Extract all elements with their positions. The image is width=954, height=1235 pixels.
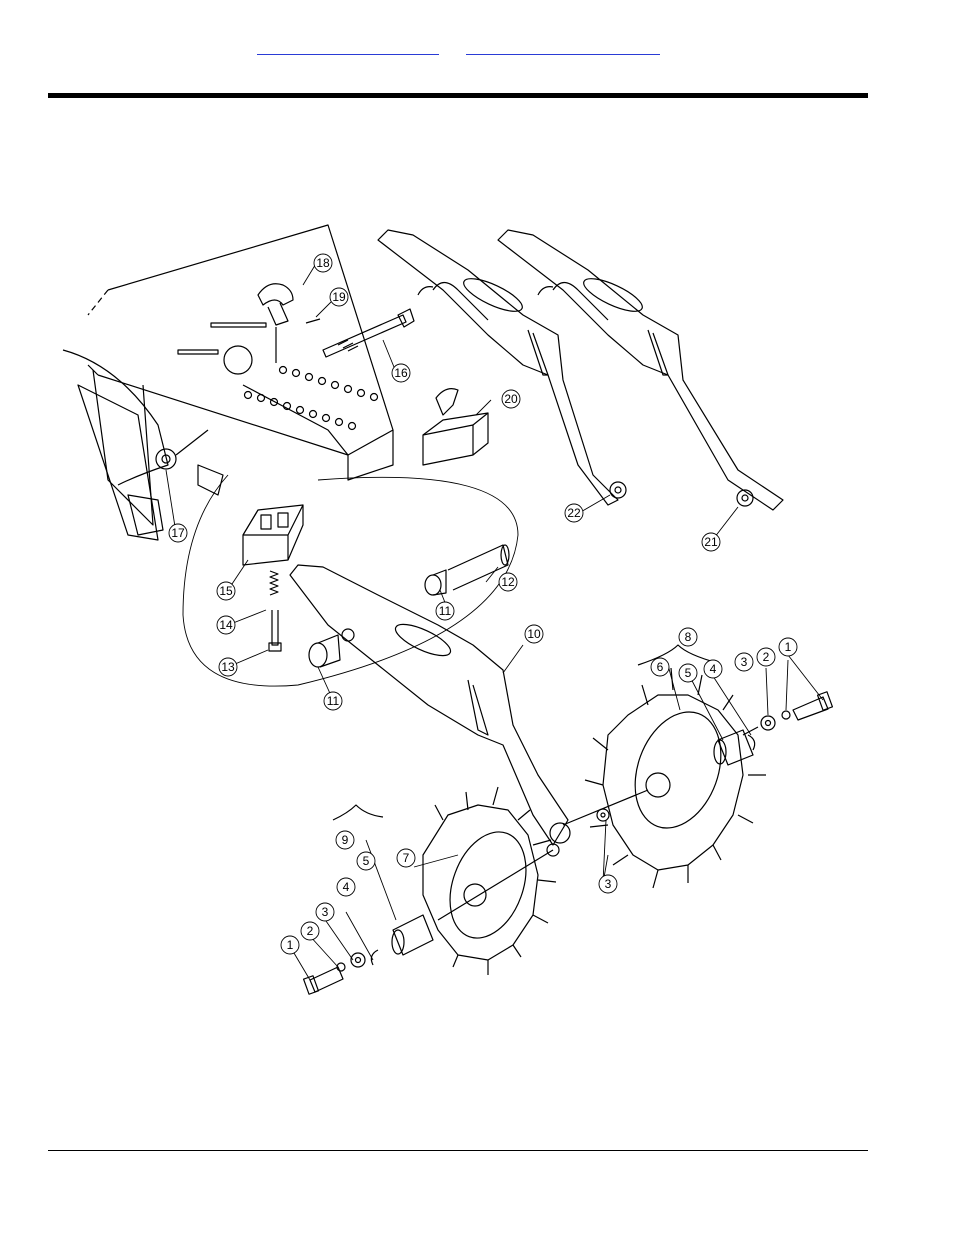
spring-14: [269, 570, 279, 596]
bolt-13: [268, 610, 282, 652]
svg-text:19: 19: [332, 290, 346, 304]
svg-text:3: 3: [48, 215, 55, 218]
footer-rule: [48, 1150, 868, 1151]
snap-ring-4-right: [747, 734, 756, 751]
frame-bar: [62, 224, 394, 541]
callout-10: 10: [524, 624, 544, 644]
handle-block-20: [422, 388, 489, 466]
callout-15: 15: [216, 581, 236, 601]
svg-text:3: 3: [741, 655, 748, 669]
svg-text:7: 7: [403, 851, 410, 865]
snap-ring-4-left: [370, 949, 379, 966]
svg-text:8: 8: [685, 630, 692, 644]
callout-14: 14: [216, 615, 236, 635]
callout-3-right: 3: [734, 652, 754, 672]
svg-text:1: 1: [287, 938, 294, 952]
callout-17: 17: [168, 523, 188, 543]
svg-text:17: 17: [171, 526, 185, 540]
callout-5-right: 5: [678, 663, 698, 683]
callout-21: 21: [701, 532, 721, 552]
callout-11-lower: 11: [323, 691, 343, 711]
callout-2-left: 2: [300, 921, 320, 941]
svg-text:9: 9: [342, 833, 349, 847]
callout-2-right: 2: [756, 647, 776, 667]
svg-text:5: 5: [363, 854, 370, 868]
svg-text:13: 13: [221, 660, 235, 674]
nav-link-2[interactable]: [466, 40, 660, 55]
arm-10: [289, 564, 571, 857]
bolt-1-left: [309, 966, 344, 993]
callout-3-left: 3: [315, 902, 335, 922]
svg-text:12: 12: [501, 575, 515, 589]
wheel-7: [422, 786, 557, 975]
callout-8: 8: [678, 627, 698, 647]
bolt-16: [322, 308, 415, 358]
svg-text:1: 1: [785, 640, 792, 654]
arm-21: [497, 229, 784, 511]
callout-4-left: 4: [336, 877, 356, 897]
callout-3-center: 3: [598, 874, 618, 894]
arm-22: [377, 229, 627, 506]
svg-text:16: 16: [394, 366, 408, 380]
callout-16: 16: [391, 363, 411, 383]
callout-12: 12: [498, 572, 518, 592]
callout-13: 13: [218, 657, 238, 677]
callout-20: 20: [501, 389, 521, 409]
svg-text:2: 2: [307, 924, 314, 938]
callout-1-right: 1: [778, 637, 798, 657]
svg-text:15: 15: [219, 584, 233, 598]
bearing-5-left: [391, 914, 434, 956]
svg-text:5: 5: [685, 666, 692, 680]
svg-text:2: 2: [763, 650, 770, 664]
callout-11-upper: 11: [435, 601, 455, 621]
t-handle-18: [257, 283, 294, 363]
svg-text:22: 22: [567, 506, 581, 520]
detail-boundary: [182, 474, 519, 687]
svg-text:14: 14: [219, 618, 233, 632]
callout-1-left: 1: [280, 935, 300, 955]
callout-18: 18: [313, 253, 333, 273]
bearing-5-right: [713, 729, 754, 766]
svg-text:4: 4: [710, 662, 717, 676]
callout-5-left: 5: [356, 851, 376, 871]
callout-4-right: 4: [703, 659, 723, 679]
svg-text:11: 11: [327, 694, 340, 708]
callout-9: 9: [335, 830, 355, 850]
callout-3-extra: 3: [48, 215, 55, 218]
svg-text:20: 20: [504, 392, 518, 406]
callout-22: 22: [564, 503, 584, 523]
callout-7: 7: [396, 848, 416, 868]
pin-19: [305, 318, 321, 324]
svg-text:11: 11: [439, 604, 452, 618]
header-rule: [48, 93, 868, 98]
svg-text:4: 4: [343, 880, 350, 894]
svg-text:21: 21: [704, 535, 718, 549]
nav-link-1[interactable]: [257, 40, 439, 55]
sleeve-12: [447, 544, 510, 591]
bushing-11-lower: [308, 634, 341, 668]
wheel-6: [584, 667, 766, 889]
svg-text:3: 3: [605, 877, 612, 891]
svg-text:6: 6: [657, 660, 664, 674]
svg-text:10: 10: [527, 627, 541, 641]
exploded-parts-diagram: 18 19 16 20 17 15 14 13 11 11 12 10 22 2…: [48, 215, 834, 995]
callout-19: 19: [329, 287, 349, 307]
svg-text:18: 18: [316, 256, 330, 270]
block-15: [242, 504, 304, 566]
svg-text:3: 3: [322, 905, 329, 919]
callout-6: 6: [650, 657, 670, 677]
bushing-11-upper: [424, 569, 447, 596]
